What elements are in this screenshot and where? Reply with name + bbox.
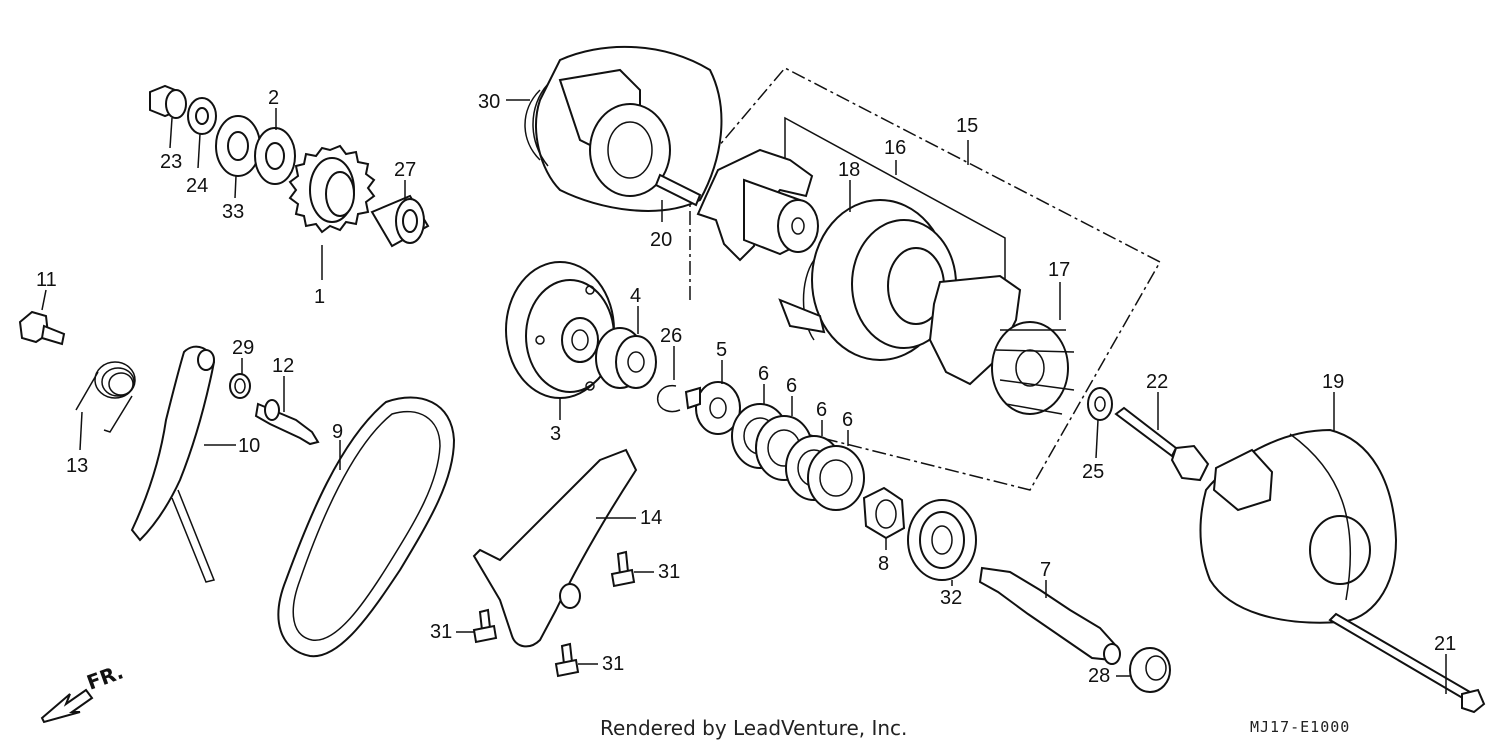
part-29-snap-ring[interactable]	[229, 358, 251, 399]
part-27-needle-bearing[interactable]	[370, 180, 430, 248]
part-10-tensioner-arm[interactable]	[130, 345, 236, 583]
callout-33: 33	[222, 201, 244, 223]
callout-10: 10	[238, 435, 260, 457]
callout-29: 29	[232, 337, 254, 359]
callout-12: 12	[272, 355, 294, 377]
callout-22: 22	[1146, 371, 1168, 393]
part-28-seal[interactable]	[1116, 647, 1171, 693]
callout-25: 25	[1082, 461, 1104, 483]
part-7-shaft[interactable]	[978, 566, 1121, 665]
callout-6a: 6	[758, 363, 769, 385]
callout-7: 7	[1040, 559, 1051, 581]
part-19-generator-cover[interactable]	[1199, 392, 1398, 624]
part-5-drive-plate[interactable]	[684, 360, 741, 435]
part-31-bolt-a[interactable]	[610, 550, 654, 588]
part-22-bolt[interactable]	[1114, 392, 1210, 482]
callout-30: 30	[478, 91, 500, 113]
part-9-chain[interactable]	[277, 396, 456, 658]
callout-26: 26	[660, 325, 682, 347]
part-13-spring[interactable]	[75, 361, 136, 451]
callout-31b: 31	[430, 621, 452, 643]
callout-31c: 31	[602, 653, 624, 675]
part-23-bolt[interactable]	[149, 84, 187, 149]
callout-15: 15	[956, 115, 978, 137]
callout-17: 17	[1048, 259, 1070, 281]
callout-18: 18	[838, 159, 860, 181]
callout-16: 16	[884, 137, 906, 159]
callout-24: 24	[186, 175, 208, 197]
part-1-sprocket[interactable]	[288, 144, 376, 280]
callout-23: 23	[160, 151, 182, 173]
callout-32: 32	[940, 587, 962, 609]
callout-14: 14	[640, 507, 662, 529]
callout-20: 20	[650, 229, 672, 251]
part-8-collar[interactable]	[862, 486, 906, 550]
part-32-bearing[interactable]	[907, 499, 977, 586]
callout-19: 19	[1322, 371, 1344, 393]
callout-31a: 31	[658, 561, 680, 583]
rendered-by-credit: Rendered by LeadVenture, Inc.	[600, 716, 908, 740]
part-11-bolt[interactable]	[18, 289, 66, 346]
part-12-pin[interactable]	[254, 376, 320, 446]
part-24-washer[interactable]	[187, 97, 217, 169]
part-17-rotor[interactable]	[928, 274, 1075, 415]
callout-8: 8	[878, 553, 889, 575]
part-25-washer[interactable]	[1087, 387, 1113, 459]
callout-9: 9	[332, 421, 343, 443]
callout-3: 3	[550, 423, 561, 445]
part-3-clutch-outer[interactable]	[505, 261, 615, 420]
part-4-one-way-clutch[interactable]	[595, 306, 657, 389]
callout-13: 13	[66, 455, 88, 477]
front-direction-label: FR.	[84, 659, 127, 694]
part-18-stator[interactable]	[778, 180, 957, 361]
callout-21: 21	[1434, 633, 1456, 655]
callout-5: 5	[716, 339, 727, 361]
callout-6b: 6	[786, 375, 797, 397]
part-16-stator-assembly[interactable]	[696, 148, 819, 262]
callout-2: 2	[268, 87, 279, 109]
part-21-long-bolt[interactable]	[1328, 612, 1486, 714]
part-33-bearing[interactable]	[215, 115, 261, 199]
part-2-oil-seal[interactable]	[254, 108, 296, 185]
callout-6c: 6	[816, 399, 827, 421]
callout-6d: 6	[842, 409, 853, 431]
diagram-code: MJ17-E1000	[1250, 718, 1351, 736]
part-6-disc-d[interactable]	[807, 430, 865, 511]
part-26-circlip[interactable]	[656, 346, 681, 413]
part-30-clutch-housing[interactable]	[506, 45, 723, 222]
callout-1: 1	[314, 286, 325, 308]
part-14-chain-guide[interactable]	[472, 448, 638, 648]
front-direction-arrow: FR.	[40, 659, 127, 724]
part-31-bolt-b[interactable]	[456, 608, 498, 644]
callout-27: 27	[394, 159, 416, 181]
callout-4: 4	[630, 285, 641, 307]
callout-28: 28	[1088, 665, 1110, 687]
part-31-bolt-c[interactable]	[554, 642, 598, 678]
callout-11: 11	[36, 269, 57, 291]
